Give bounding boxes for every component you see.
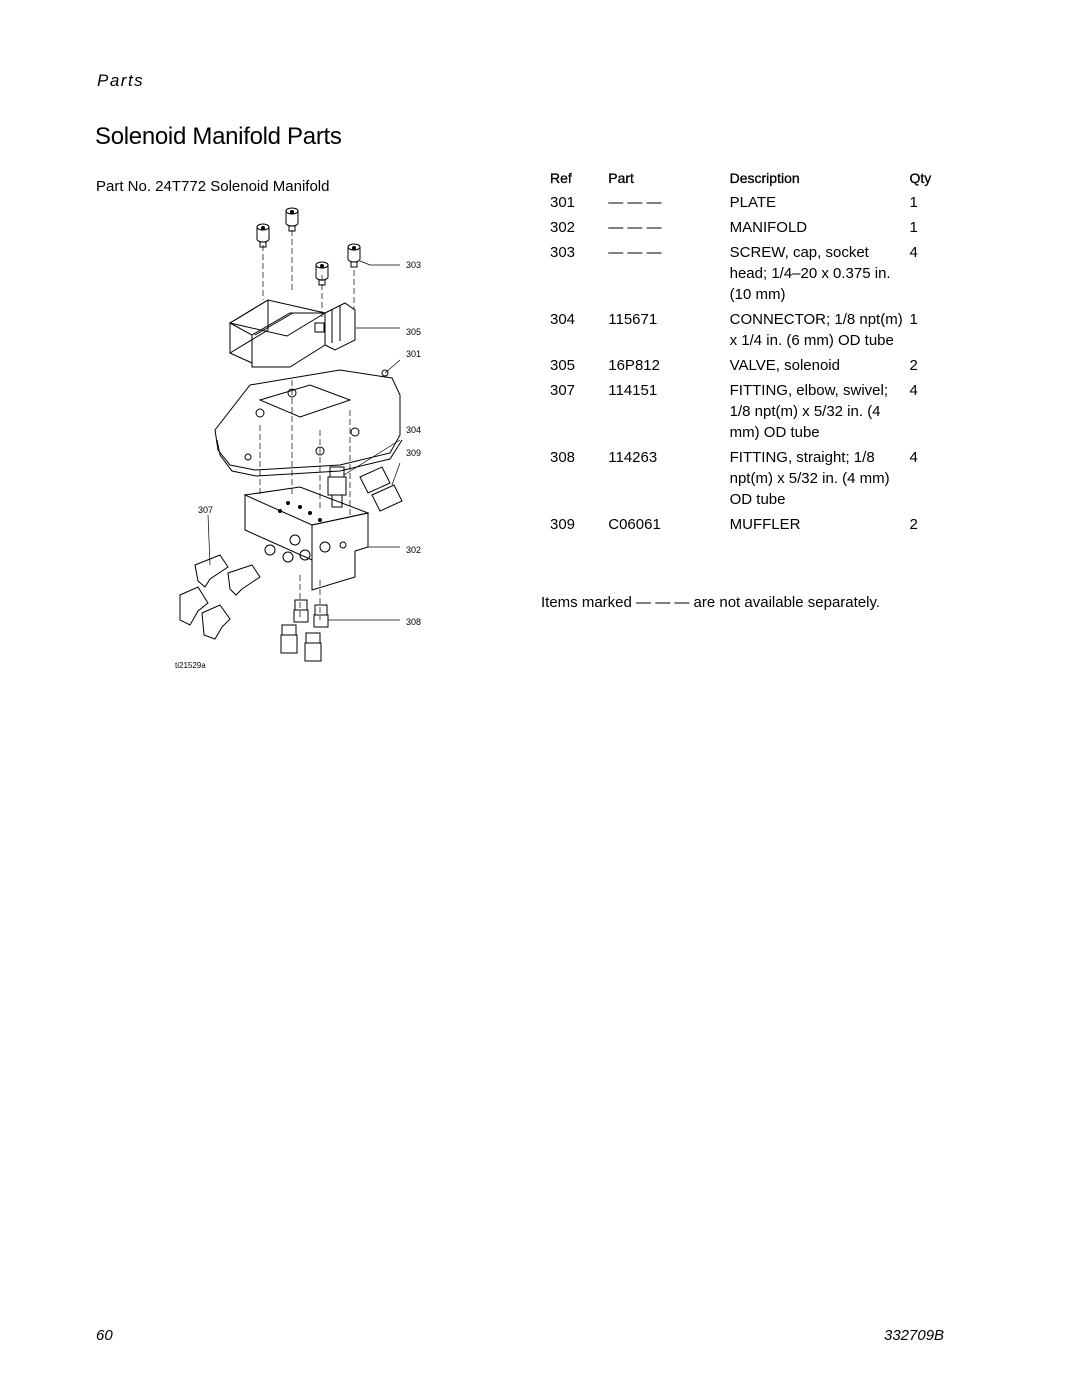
table-header-row: Ref Part Description Qty (540, 170, 940, 192)
availability-note: Items marked — — — are not available sep… (541, 594, 881, 611)
table-row: 303 — — — SCREW, cap, socket head; 1/4–2… (540, 242, 940, 309)
column-header-description: Description (729, 170, 800, 186)
description-cell: PLATE (729, 194, 777, 211)
table-row: 308 114263 FITTING, straight; 1/8 npt(m)… (540, 447, 940, 514)
cap-screw (347, 243, 361, 268)
callout-label: 302 (406, 545, 421, 555)
connector-fitting (327, 466, 347, 508)
qty-cell: 1 (909, 219, 918, 236)
description-cell: MUFFLER (729, 516, 801, 533)
cap-screw (256, 223, 270, 248)
part-cell: 16P812 (608, 357, 660, 374)
section-header: Parts (97, 71, 145, 90)
ref-cell: 303 (550, 244, 576, 261)
manifold-block (243, 486, 370, 591)
page-title: Solenoid Manifold Parts (95, 123, 342, 150)
table-row: 302 — — — MANIFOLD 1 (540, 217, 940, 242)
description-cell: SCREW, cap, socket head; 1/4–20 x 0.375 … (729, 244, 891, 303)
callout-label: 304 (406, 425, 421, 435)
ref-cell: 302 (550, 219, 576, 236)
cap-screw (315, 261, 329, 286)
qty-cell: 4 (909, 449, 918, 466)
table-row: 307 114151 FITTING, elbow, swivel; 1/8 n… (540, 380, 940, 447)
elbow-fittings (179, 554, 261, 640)
column-header-ref: Ref (550, 170, 572, 186)
figure-id: ti21529a (175, 661, 206, 670)
qty-cell: 2 (909, 516, 918, 533)
ref-cell: 301 (550, 194, 576, 211)
figure-title: Part No. 24T772 Solenoid Manifold (96, 178, 330, 195)
mounting-plate (214, 369, 403, 477)
mufflers (359, 466, 403, 512)
callout-leaders (207, 260, 401, 621)
qty-cell: 2 (909, 357, 918, 374)
table-row: 304 115671 CONNECTOR; 1/8 npt(m) x 1/4 i… (540, 309, 940, 355)
description-cell: VALVE, solenoid (729, 357, 840, 374)
qty-cell: 1 (909, 311, 918, 328)
description-cell: FITTING, elbow, swivel; 1/8 npt(m) x 5/3… (729, 382, 888, 441)
part-cell: 114263 (608, 449, 658, 466)
description-cell: FITTING, straight; 1/8 npt(m) x 5/32 in.… (729, 449, 890, 508)
qty-cell: 4 (909, 382, 918, 399)
part-cell: 114151 (608, 382, 658, 399)
cap-screws (256, 207, 361, 286)
cap-screw (285, 207, 299, 232)
part-cell: — — — (608, 194, 662, 211)
callout-label: 301 (406, 349, 421, 359)
part-cell: 115671 (608, 311, 658, 328)
part-cell: — — — (608, 219, 662, 236)
exploded-view-diagram: 303 305 301 304 309 307 302 308 ti21529a (175, 207, 421, 670)
solenoid-valve-block (228, 299, 356, 368)
ref-cell: 307 (550, 382, 576, 399)
qty-cell: 4 (909, 244, 918, 261)
ref-cell: 308 (550, 449, 576, 466)
straight-fittings (280, 599, 329, 662)
document-number: 332709B (884, 1327, 945, 1344)
assembly-axis-lines (259, 230, 355, 620)
column-header-part: Part (608, 170, 634, 186)
table-row: 305 16P812 VALVE, solenoid 2 (540, 355, 940, 380)
page-number: 60 (96, 1327, 113, 1344)
callout-label: 305 (406, 327, 421, 337)
parts-table: Ref Part Description Qty 301 — — — PLATE… (540, 170, 940, 539)
callout-label: 303 (406, 260, 421, 270)
column-header-qty: Qty (909, 170, 932, 186)
callout-label: 307 (198, 505, 213, 515)
description-cell: MANIFOLD (729, 219, 808, 236)
ref-cell: 309 (550, 516, 576, 533)
description-cell: CONNECTOR; 1/8 npt(m) x 1/4 in. (6 mm) O… (729, 311, 903, 349)
ref-cell: 304 (550, 311, 576, 328)
qty-cell: 1 (909, 194, 918, 211)
part-cell: — — — (608, 244, 662, 261)
table-row: 301 — — — PLATE 1 (540, 192, 940, 217)
part-cell: C06061 (608, 516, 661, 533)
table-row: 309 C06061 MUFFLER 2 (540, 514, 940, 539)
callout-label: 309 (406, 448, 421, 458)
ref-cell: 305 (550, 357, 576, 374)
callout-label: 308 (406, 617, 421, 627)
